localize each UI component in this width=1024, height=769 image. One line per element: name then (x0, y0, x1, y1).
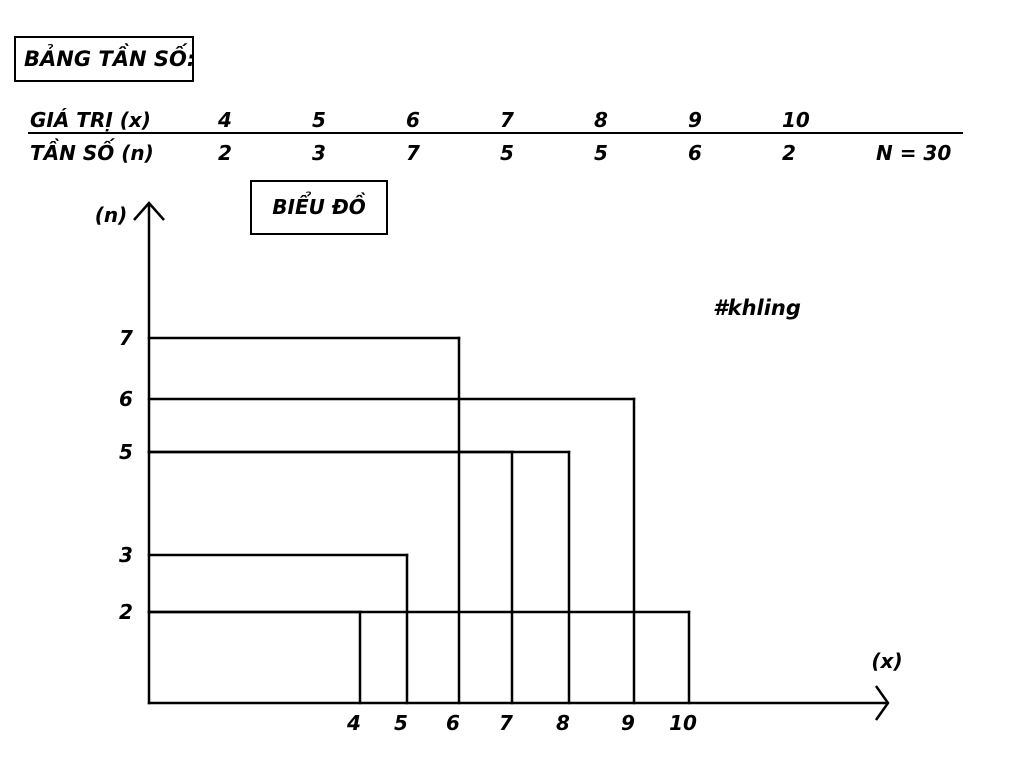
frequency-cell: 2 (218, 141, 232, 165)
x-tick-label: 8 (556, 711, 570, 735)
frequency-cell: 5 (500, 141, 514, 165)
frequency-cell: 3 (312, 141, 326, 165)
value-cell: 8 (594, 108, 608, 132)
x-axis-arrow (874, 685, 890, 721)
value-cell: 5 (312, 108, 326, 132)
value-cell: 6 (406, 108, 420, 132)
frequency-cell: 7 (406, 141, 420, 165)
total-count: N = 30 (876, 141, 952, 165)
y-tick-label: 7 (119, 326, 133, 350)
y-tick-label: 2 (119, 600, 133, 624)
value-cell: 9 (688, 108, 702, 132)
y-axis-label: (n) (95, 203, 128, 227)
chart-title: BIỂU ĐỒ (250, 180, 388, 235)
author-tag: #khling (713, 296, 801, 320)
value-row-label: GIÁ TRỊ (x) (30, 108, 151, 132)
x-tick-label: 10 (669, 711, 697, 735)
x-axis-label: (x) (871, 649, 902, 673)
table-divider (28, 132, 963, 134)
table-title: BẢNG TẦN SỐ: (14, 36, 195, 82)
y-tick-label: 6 (119, 387, 133, 411)
frequency-row-label: TẦN SỐ (n) (30, 141, 154, 165)
x-tick-label: 4 (346, 711, 361, 735)
value-cell: 7 (500, 108, 514, 132)
frequency-cell: 6 (688, 141, 702, 165)
y-tick-label: 3 (119, 543, 133, 567)
x-tick-label: 7 (499, 711, 513, 735)
value-cell: 4 (218, 108, 232, 132)
value-cell: 10 (782, 108, 810, 132)
x-tick-label: 9 (621, 711, 635, 735)
x-tick-label: 5 (394, 711, 408, 735)
frequency-cell: 2 (782, 141, 796, 165)
y-tick-label: 5 (119, 440, 133, 464)
y-axis-arrow (133, 201, 165, 221)
x-tick-label: 6 (446, 711, 460, 735)
frequency-cell: 5 (594, 141, 608, 165)
